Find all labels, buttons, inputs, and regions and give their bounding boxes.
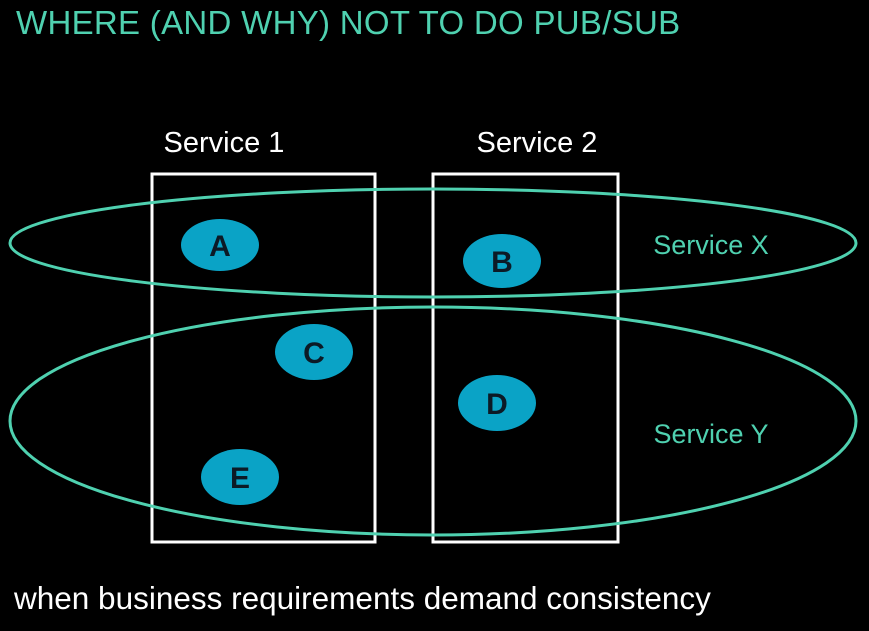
node-c-label: C xyxy=(303,337,325,370)
service-1-label: Service 1 xyxy=(164,127,285,159)
service-2-label: Service 2 xyxy=(477,127,598,159)
node-a-label: A xyxy=(209,230,231,263)
node-b: B xyxy=(463,234,541,288)
node-b-shape xyxy=(463,234,541,288)
node-a-shape xyxy=(181,219,259,271)
node-e-shape xyxy=(201,449,279,505)
node-a: A xyxy=(181,219,259,271)
node-e: E xyxy=(201,449,279,505)
node-d-label: D xyxy=(486,388,508,421)
service-x-ellipse xyxy=(8,187,858,299)
service-y-ellipse xyxy=(8,305,858,537)
service-x-label: Service X xyxy=(653,230,769,260)
node-e-label: E xyxy=(230,462,250,495)
node-d: D xyxy=(458,375,536,431)
footer-caption: when business requirements demand consis… xyxy=(14,580,711,616)
node-b-label: B xyxy=(491,246,513,279)
node-d-shape xyxy=(458,375,536,431)
node-c: C xyxy=(275,324,353,380)
node-c-shape xyxy=(275,324,353,380)
slide-title: WHERE (AND WHY) NOT TO DO PUB/SUB xyxy=(16,4,681,41)
service-1-box xyxy=(150,172,377,544)
service-2-box xyxy=(431,172,620,544)
service-y-label: Service Y xyxy=(653,419,768,449)
